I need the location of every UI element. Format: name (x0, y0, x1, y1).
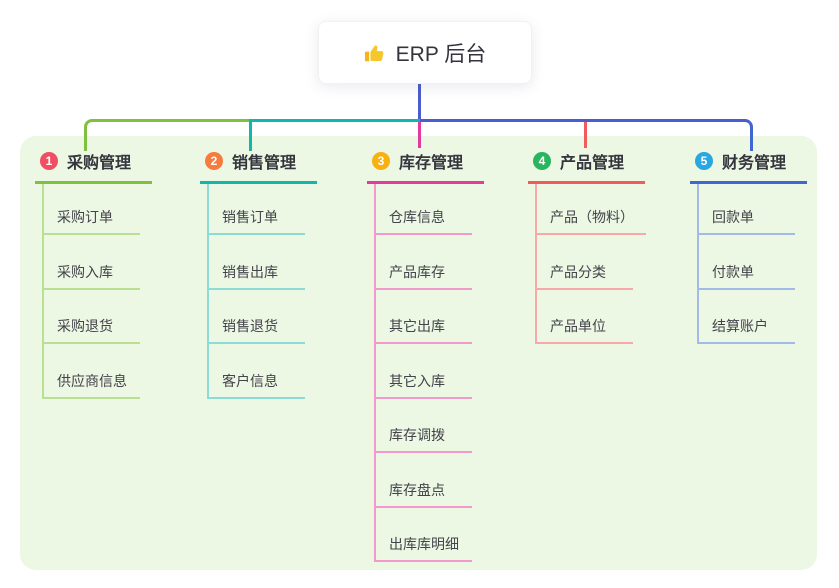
root-node-label: ERP 后台 (395, 42, 487, 66)
branch-title-label: 采购管理 (67, 155, 132, 172)
branch-title-procurement[interactable]: 1 采购管理 (35, 145, 152, 184)
child-node[interactable]: 仓库信息 (376, 184, 472, 235)
child-node[interactable]: 销售退货 (209, 290, 305, 344)
thumbs-up-icon (364, 42, 386, 64)
child-node[interactable]: 供应商信息 (44, 344, 140, 399)
child-node[interactable]: 销售出库 (209, 235, 305, 290)
connector-branch3-drop (418, 122, 421, 148)
child-node[interactable]: 产品单位 (537, 290, 633, 344)
branch-number-badge: 1 (40, 152, 58, 170)
branch-children: 销售订单 销售出库 销售退货 客户信息 (207, 184, 317, 399)
child-node[interactable]: 产品分类 (537, 235, 633, 290)
branch-number-badge: 5 (695, 152, 713, 170)
branch-title-finance[interactable]: 5 财务管理 (690, 145, 807, 184)
branch-sales: 2 销售管理 销售订单 销售出库 销售退货 客户信息 (200, 145, 317, 399)
connector-root-vertical (418, 82, 421, 122)
child-node[interactable]: 采购订单 (44, 184, 140, 235)
branch-product: 4 产品管理 产品（物料） 产品分类 产品单位 (528, 145, 646, 344)
branch-children: 仓库信息 产品库存 其它出库 其它入库 库存调拨 库存盘点 出库库明细 (374, 184, 484, 562)
child-node[interactable]: 回款单 (699, 184, 795, 235)
child-node[interactable]: 产品库存 (376, 235, 472, 290)
branch-number-badge: 2 (205, 152, 223, 170)
branch-procurement: 1 采购管理 采购订单 采购入库 采购退货 供应商信息 (35, 145, 152, 399)
branch-title-sales[interactable]: 2 销售管理 (200, 145, 317, 184)
child-node[interactable]: 结算账户 (699, 290, 795, 344)
root-node[interactable]: ERP 后台 (318, 21, 532, 84)
branch-title-product[interactable]: 4 产品管理 (528, 145, 645, 184)
branch-children: 回款单 付款单 结算账户 (697, 184, 807, 344)
child-node[interactable]: 采购入库 (44, 235, 140, 290)
child-node[interactable]: 库存调拨 (376, 399, 472, 453)
branch-title-label: 财务管理 (722, 155, 787, 172)
branch-number-badge: 3 (372, 152, 390, 170)
connector-branch2-elbow (249, 119, 423, 151)
child-node[interactable]: 客户信息 (209, 344, 305, 399)
branch-number-badge: 4 (533, 152, 551, 170)
child-node[interactable]: 采购退货 (44, 290, 140, 344)
child-node[interactable]: 销售订单 (209, 184, 305, 235)
connector-branch4-drop (584, 122, 587, 148)
child-node[interactable]: 付款单 (699, 235, 795, 290)
child-node[interactable]: 其它出库 (376, 290, 472, 344)
branch-title-label: 库存管理 (399, 155, 464, 172)
branches-background-panel (20, 136, 817, 570)
connector-branch5-elbow (420, 119, 753, 151)
branch-title-label: 产品管理 (560, 155, 625, 172)
branch-title-label: 销售管理 (232, 155, 297, 172)
branch-children: 采购订单 采购入库 采购退货 供应商信息 (42, 184, 152, 399)
child-node[interactable]: 产品（物料） (537, 184, 646, 235)
child-node[interactable]: 其它入库 (376, 344, 472, 399)
branch-finance: 5 财务管理 回款单 付款单 结算账户 (690, 145, 807, 344)
connector-branch1-elbow (84, 119, 254, 151)
branch-inventory: 3 库存管理 仓库信息 产品库存 其它出库 其它入库 库存调拨 库存盘点 出库库… (367, 145, 484, 562)
child-node[interactable]: 出库库明细 (376, 508, 472, 562)
branch-title-inventory[interactable]: 3 库存管理 (367, 145, 484, 184)
branch-children: 产品（物料） 产品分类 产品单位 (535, 184, 646, 344)
child-node[interactable]: 库存盘点 (376, 453, 472, 508)
